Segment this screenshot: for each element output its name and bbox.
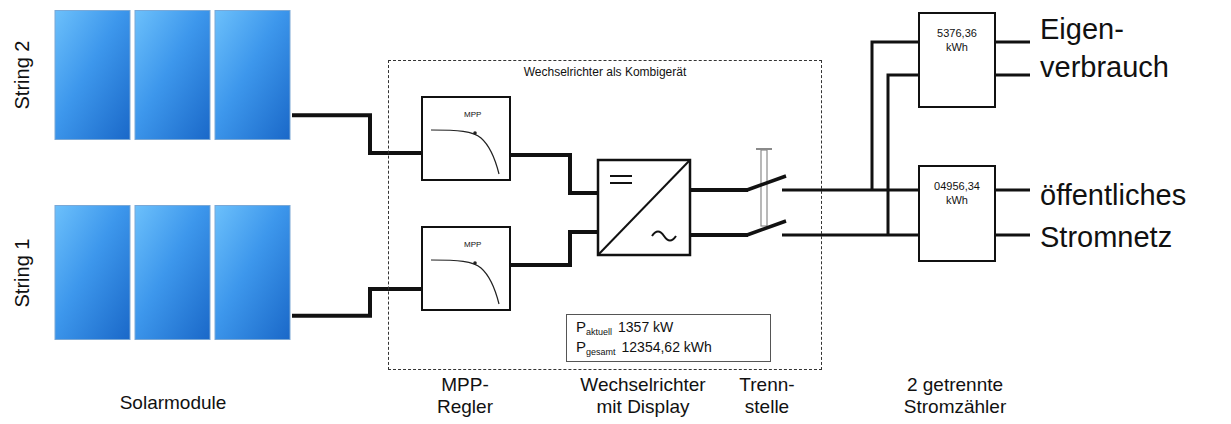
ac-symbol — [652, 232, 676, 241]
display-value: 12354,62 kWh — [622, 339, 712, 355]
string-cable — [292, 289, 421, 316]
dc-wire — [510, 232, 598, 265]
component-caption: Trenn- stelle — [739, 374, 794, 418]
solar-string: String 1 — [10, 205, 292, 340]
solar-panel — [135, 11, 210, 140]
string-label: String 1 — [11, 238, 34, 307]
mpp-label: MPP — [464, 110, 481, 119]
output-label: öffentliches Stromnetz — [1040, 174, 1186, 258]
solar-panel — [55, 206, 130, 340]
component-caption: MPP- Regler — [437, 374, 493, 418]
electricity-meter: 04956,34 kWh — [918, 165, 996, 262]
output-wire — [995, 234, 1030, 237]
mpp-controller: MPP — [421, 226, 511, 311]
display-symbol: P — [576, 338, 586, 355]
solar-panel — [55, 11, 130, 140]
output-wire — [995, 189, 1030, 192]
display-subscript: gesamt — [586, 347, 616, 357]
iv-curve — [431, 260, 499, 304]
solar-string: String 2 — [10, 10, 292, 140]
inverter-box — [598, 160, 690, 255]
display-subscript: aktuell — [586, 327, 612, 337]
display-row: Pgesamt 12354,62 kWh — [576, 338, 761, 358]
solar-panels — [10, 10, 292, 140]
solar-panels — [10, 205, 292, 340]
ac-wire — [690, 188, 748, 192]
string-cable — [292, 115, 421, 153]
mpp-point — [473, 261, 477, 265]
switch-blade — [747, 176, 786, 190]
iv-curve — [431, 130, 499, 174]
meter-reading: 5376,36 kWh — [937, 14, 977, 55]
ac-wire — [690, 233, 748, 237]
component-caption: Wechselrichter mit Display — [573, 374, 713, 418]
solar-panel — [215, 206, 290, 340]
inverter-display: Paktuell 1357 kW Pgesamt 12354,62 kWh — [566, 314, 771, 362]
meter-reading: 04956,34 kWh — [934, 167, 980, 208]
solar-panel — [215, 11, 290, 140]
dc-symbol — [610, 182, 632, 184]
grid-wire — [782, 234, 918, 237]
switch-linkage — [761, 150, 767, 226]
inverter-diagonal — [598, 160, 690, 255]
inverter-housing: MPP MPP Paktuell 1357 kW Pgesamt 12354,62 kWh… — [388, 60, 822, 370]
display-row: Paktuell 1357 kW — [576, 318, 761, 338]
mpp-label: MPP — [464, 240, 481, 249]
electricity-meter: 5376,36 kWh — [918, 12, 996, 108]
output-wire — [995, 41, 1030, 44]
string-label: String 2 — [11, 41, 34, 110]
dc-wire — [510, 155, 598, 193]
component-caption: 2 getrennte Stromzähler — [893, 374, 1018, 418]
solar-panel — [135, 206, 210, 340]
meter-wire — [872, 42, 918, 190]
switch-blade — [747, 221, 786, 235]
display-value: 1357 kW — [618, 319, 673, 335]
display-symbol: P — [576, 318, 586, 335]
output-wire — [995, 74, 1030, 77]
meter-wire — [888, 75, 918, 235]
grid-wire — [782, 189, 918, 192]
component-caption: Solarmodule — [120, 392, 227, 414]
mpp-controller: MPP — [421, 96, 511, 181]
switch-linkage — [756, 148, 772, 150]
housing-title: Wechselrichter als Kombigerät — [524, 65, 687, 79]
dc-symbol — [610, 175, 632, 177]
output-label: Eigen- verbrauch — [1040, 11, 1169, 86]
mpp-point — [473, 131, 477, 135]
